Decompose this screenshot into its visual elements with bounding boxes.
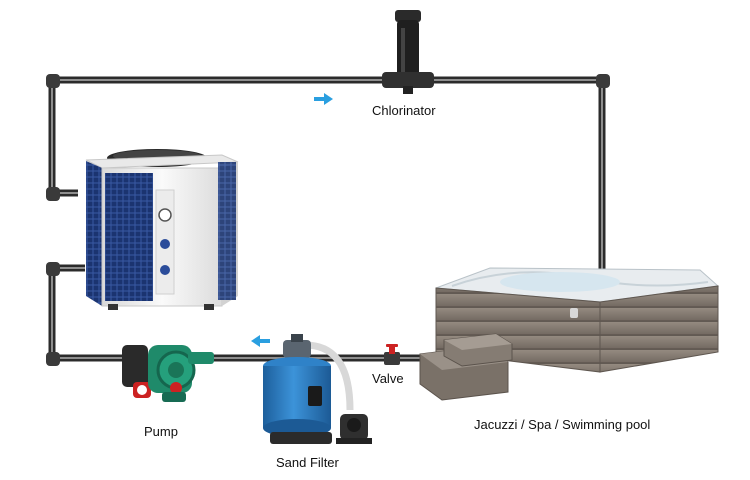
flow-arrow-right-icon [314,93,333,105]
sand-filter-label: Sand Filter [276,455,339,470]
chlorinator-icon [382,10,434,94]
chlorinator-label: Chlorinator [372,103,436,118]
valve-icon [384,344,400,365]
pipe-network [46,74,610,366]
pump-icon [122,345,214,402]
flow-arrow-left-icon [251,335,270,347]
sand-filter-icon [263,334,372,444]
pool-label: Jacuzzi / Spa / Swimming pool [474,417,651,432]
heat-pump-icon [85,149,239,310]
valve-label: Valve [372,371,404,386]
spa-icon [419,267,720,401]
pump-label: Pump [144,424,178,439]
